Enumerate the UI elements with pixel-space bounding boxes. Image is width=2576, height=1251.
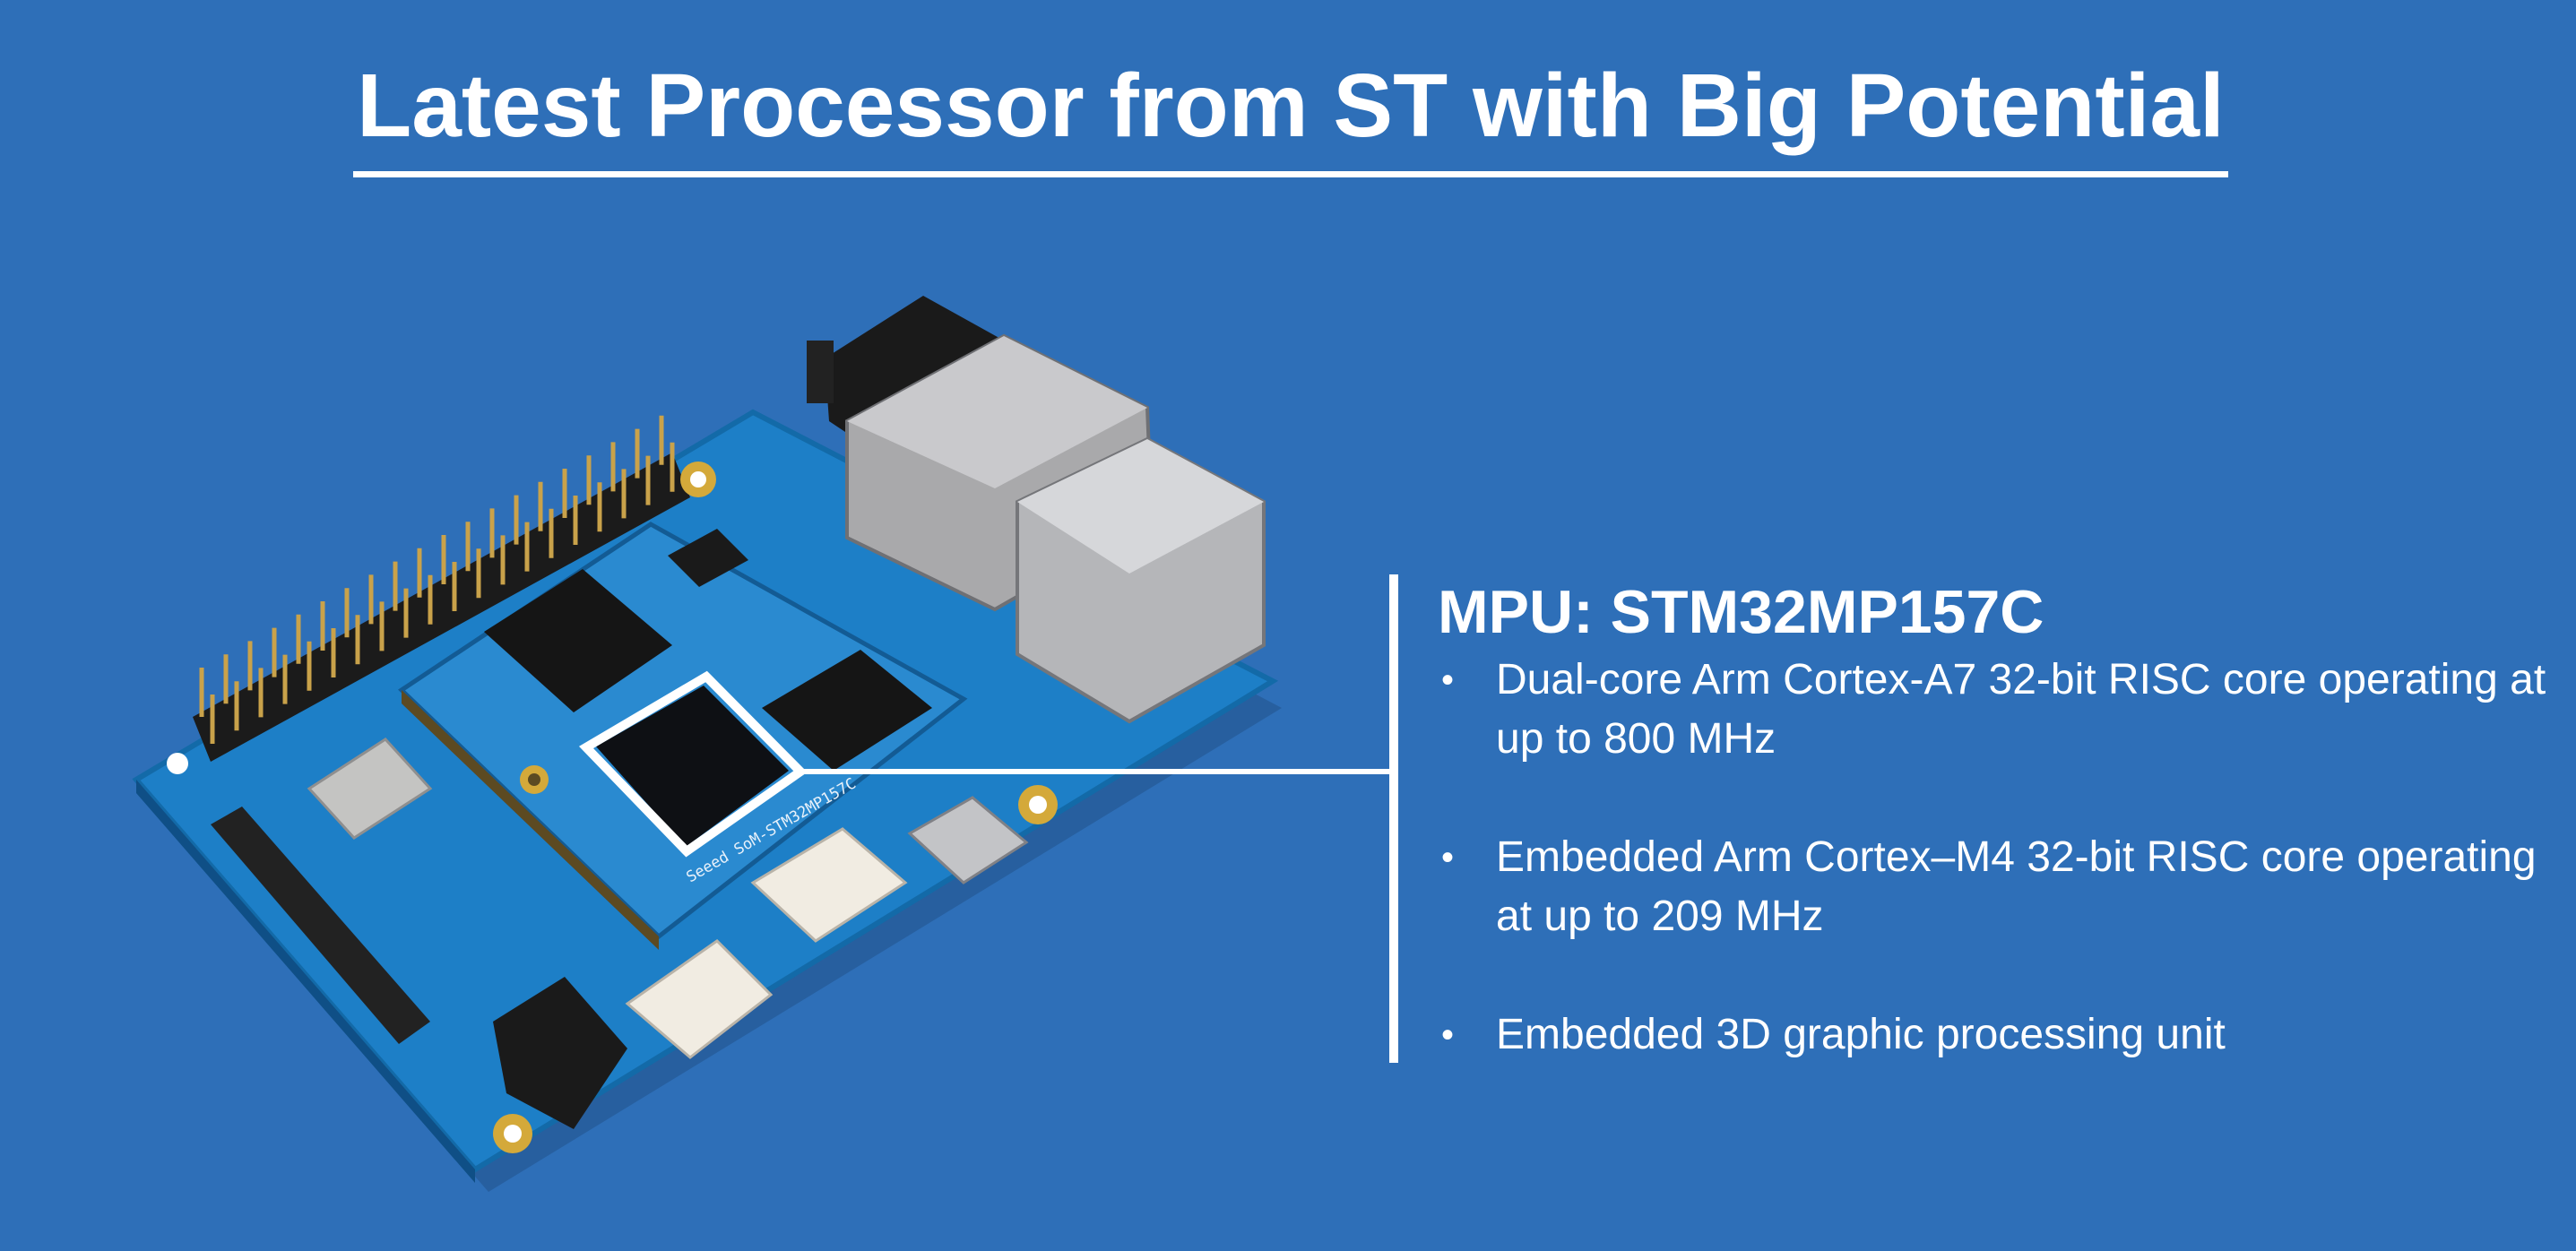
title-underline (353, 171, 2228, 177)
spec-list: • Dual-core Arm Cortex-A7 32-bit RISC cor… (1438, 651, 2558, 1065)
bullet-icon: • (1441, 660, 1455, 700)
gpio-header (193, 453, 690, 762)
grove-connector (625, 939, 774, 1059)
spec-panel: MPU: STM32MP157C • Dual-core Arm Cortex-A… (1438, 574, 2558, 1065)
grove-connector (750, 827, 908, 943)
usb-top (1017, 439, 1264, 574)
module-edge (402, 690, 659, 950)
spec-item-text: Embedded 3D graphic processing unit (1496, 1011, 2226, 1058)
mounting-holes (167, 462, 1058, 1153)
spec-item-text: Embedded Arm Cortex–M4 32-bit RISC core … (1496, 833, 2537, 940)
pmic-chip (668, 529, 748, 587)
slide-title: Latest Processor from ST with Big Potent… (357, 56, 2225, 156)
audio-jack (493, 977, 627, 1129)
usb-c-port (907, 796, 1029, 884)
spec-item-text: Dual-core Arm Cortex-A7 32-bit RISC core… (1496, 656, 2546, 763)
spec-item: • Embedded 3D graphic processing unit (1438, 1005, 2558, 1065)
spec-item: • Embedded Arm Cortex–M4 32-bit RISC core… (1438, 828, 2558, 946)
bullet-icon: • (1441, 838, 1455, 877)
callout-bracket (1389, 574, 1398, 1063)
gpio-pins (199, 415, 675, 744)
wifi-module (307, 738, 433, 840)
pcb-edge (136, 780, 475, 1183)
cpu-highlight-box (578, 670, 808, 858)
ethernet-top (847, 336, 1147, 488)
small-header (807, 341, 834, 403)
spec-heading: MPU: STM32MP157C (1438, 578, 2044, 646)
ram-chip (762, 650, 932, 771)
fpc-connector (211, 807, 430, 1044)
spec-item: • Dual-core Arm Cortex-A7 32-bit RISC cor… (1438, 651, 2558, 769)
ram-chip (484, 569, 672, 712)
cpu-chip (596, 686, 789, 847)
bullet-icon: • (1441, 1015, 1455, 1055)
